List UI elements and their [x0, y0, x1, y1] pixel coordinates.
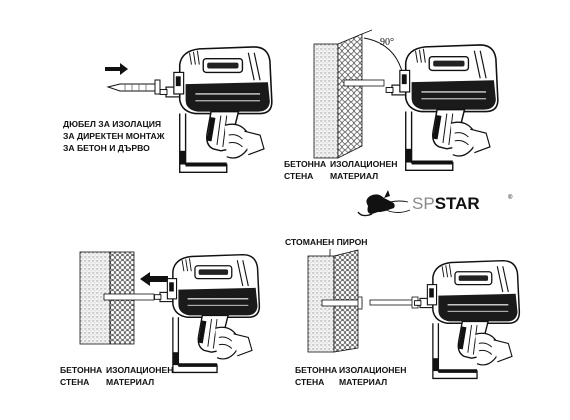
panel-bottom-left: БЕТОННА СТЕНА ИЗОЛАЦИОНЕН МАТЕРИАЛ [60, 251, 259, 387]
nail-gun-icon [386, 45, 498, 170]
brand-name: STAR [435, 194, 480, 213]
panel-bottom-right: СТОМАНЕН ПИРОН БЕТОННА СТЕНА ИЗОЛАЦИОНЕН… [285, 237, 519, 387]
wall-label-line-2: СТЕНА [295, 377, 324, 387]
insulation-label-line-2: МАТЕРИАЛ [330, 171, 378, 181]
angle-label: 90° [380, 37, 394, 48]
brand-prefix: SP [412, 194, 435, 213]
dowel-label-line-3: ЗА БЕТОН И ДЪРВО [63, 143, 150, 153]
dowel-label-line-1: ДЮБЕЛ ЗА ИЗОЛАЦИЯ [63, 119, 161, 129]
wall-label-line-1: БЕТОННА [60, 365, 102, 375]
nail-gun-icon [154, 255, 259, 373]
nail-gun-icon [414, 261, 519, 379]
insulation-label-line-2: МАТЕРИАЛ [106, 377, 154, 387]
direction-arrow-left-icon [140, 272, 168, 286]
concrete-wall [313, 43, 339, 159]
panel-top-left: ДЮБЕЛ ЗА ИЗОЛАЦИЯ ЗА ДИРЕКТЕН МОНТАЖ ЗА … [63, 47, 272, 172]
wall-label-line-1: БЕТОННА [295, 365, 337, 375]
insulation-dowel-icon [106, 79, 161, 95]
svg-text:SPSTAR: SPSTAR [412, 194, 480, 213]
wall-label-line-1: БЕТОННА [284, 159, 326, 169]
brand-registered-mark: ® [508, 194, 513, 201]
insulation-label-line-1: ИЗОЛАЦИОНЕН [339, 365, 406, 375]
insulation-label-line-1: ИЗОЛАЦИОНЕН [106, 365, 173, 375]
wall-label-line-2: СТЕНА [60, 377, 89, 387]
panel-top-right: 90° БЕТОННА СТЕНА ИЗОЛАЦИОНЕН МАТЕРИАЛ [284, 29, 498, 181]
direction-arrow-right-icon [105, 63, 128, 75]
steel-nail-label: СТОМАНЕН ПИРОН [285, 237, 367, 247]
insulation-label-line-2: МАТЕРИАЛ [339, 377, 387, 387]
dowel-label-line-2: ЗА ДИРЕКТЕН МОНТАЖ [63, 131, 165, 141]
brand-logo: SPSTAR ® [357, 190, 513, 217]
insulation-label-line-1: ИЗОЛАЦИОНЕН [330, 159, 397, 169]
wall-label-line-2: СТЕНА [284, 171, 313, 181]
loaded-dowel-icon [369, 296, 419, 309]
insulation-material [337, 33, 363, 159]
kangaroo-icon [366, 190, 395, 214]
nail-gun-icon [160, 47, 272, 172]
